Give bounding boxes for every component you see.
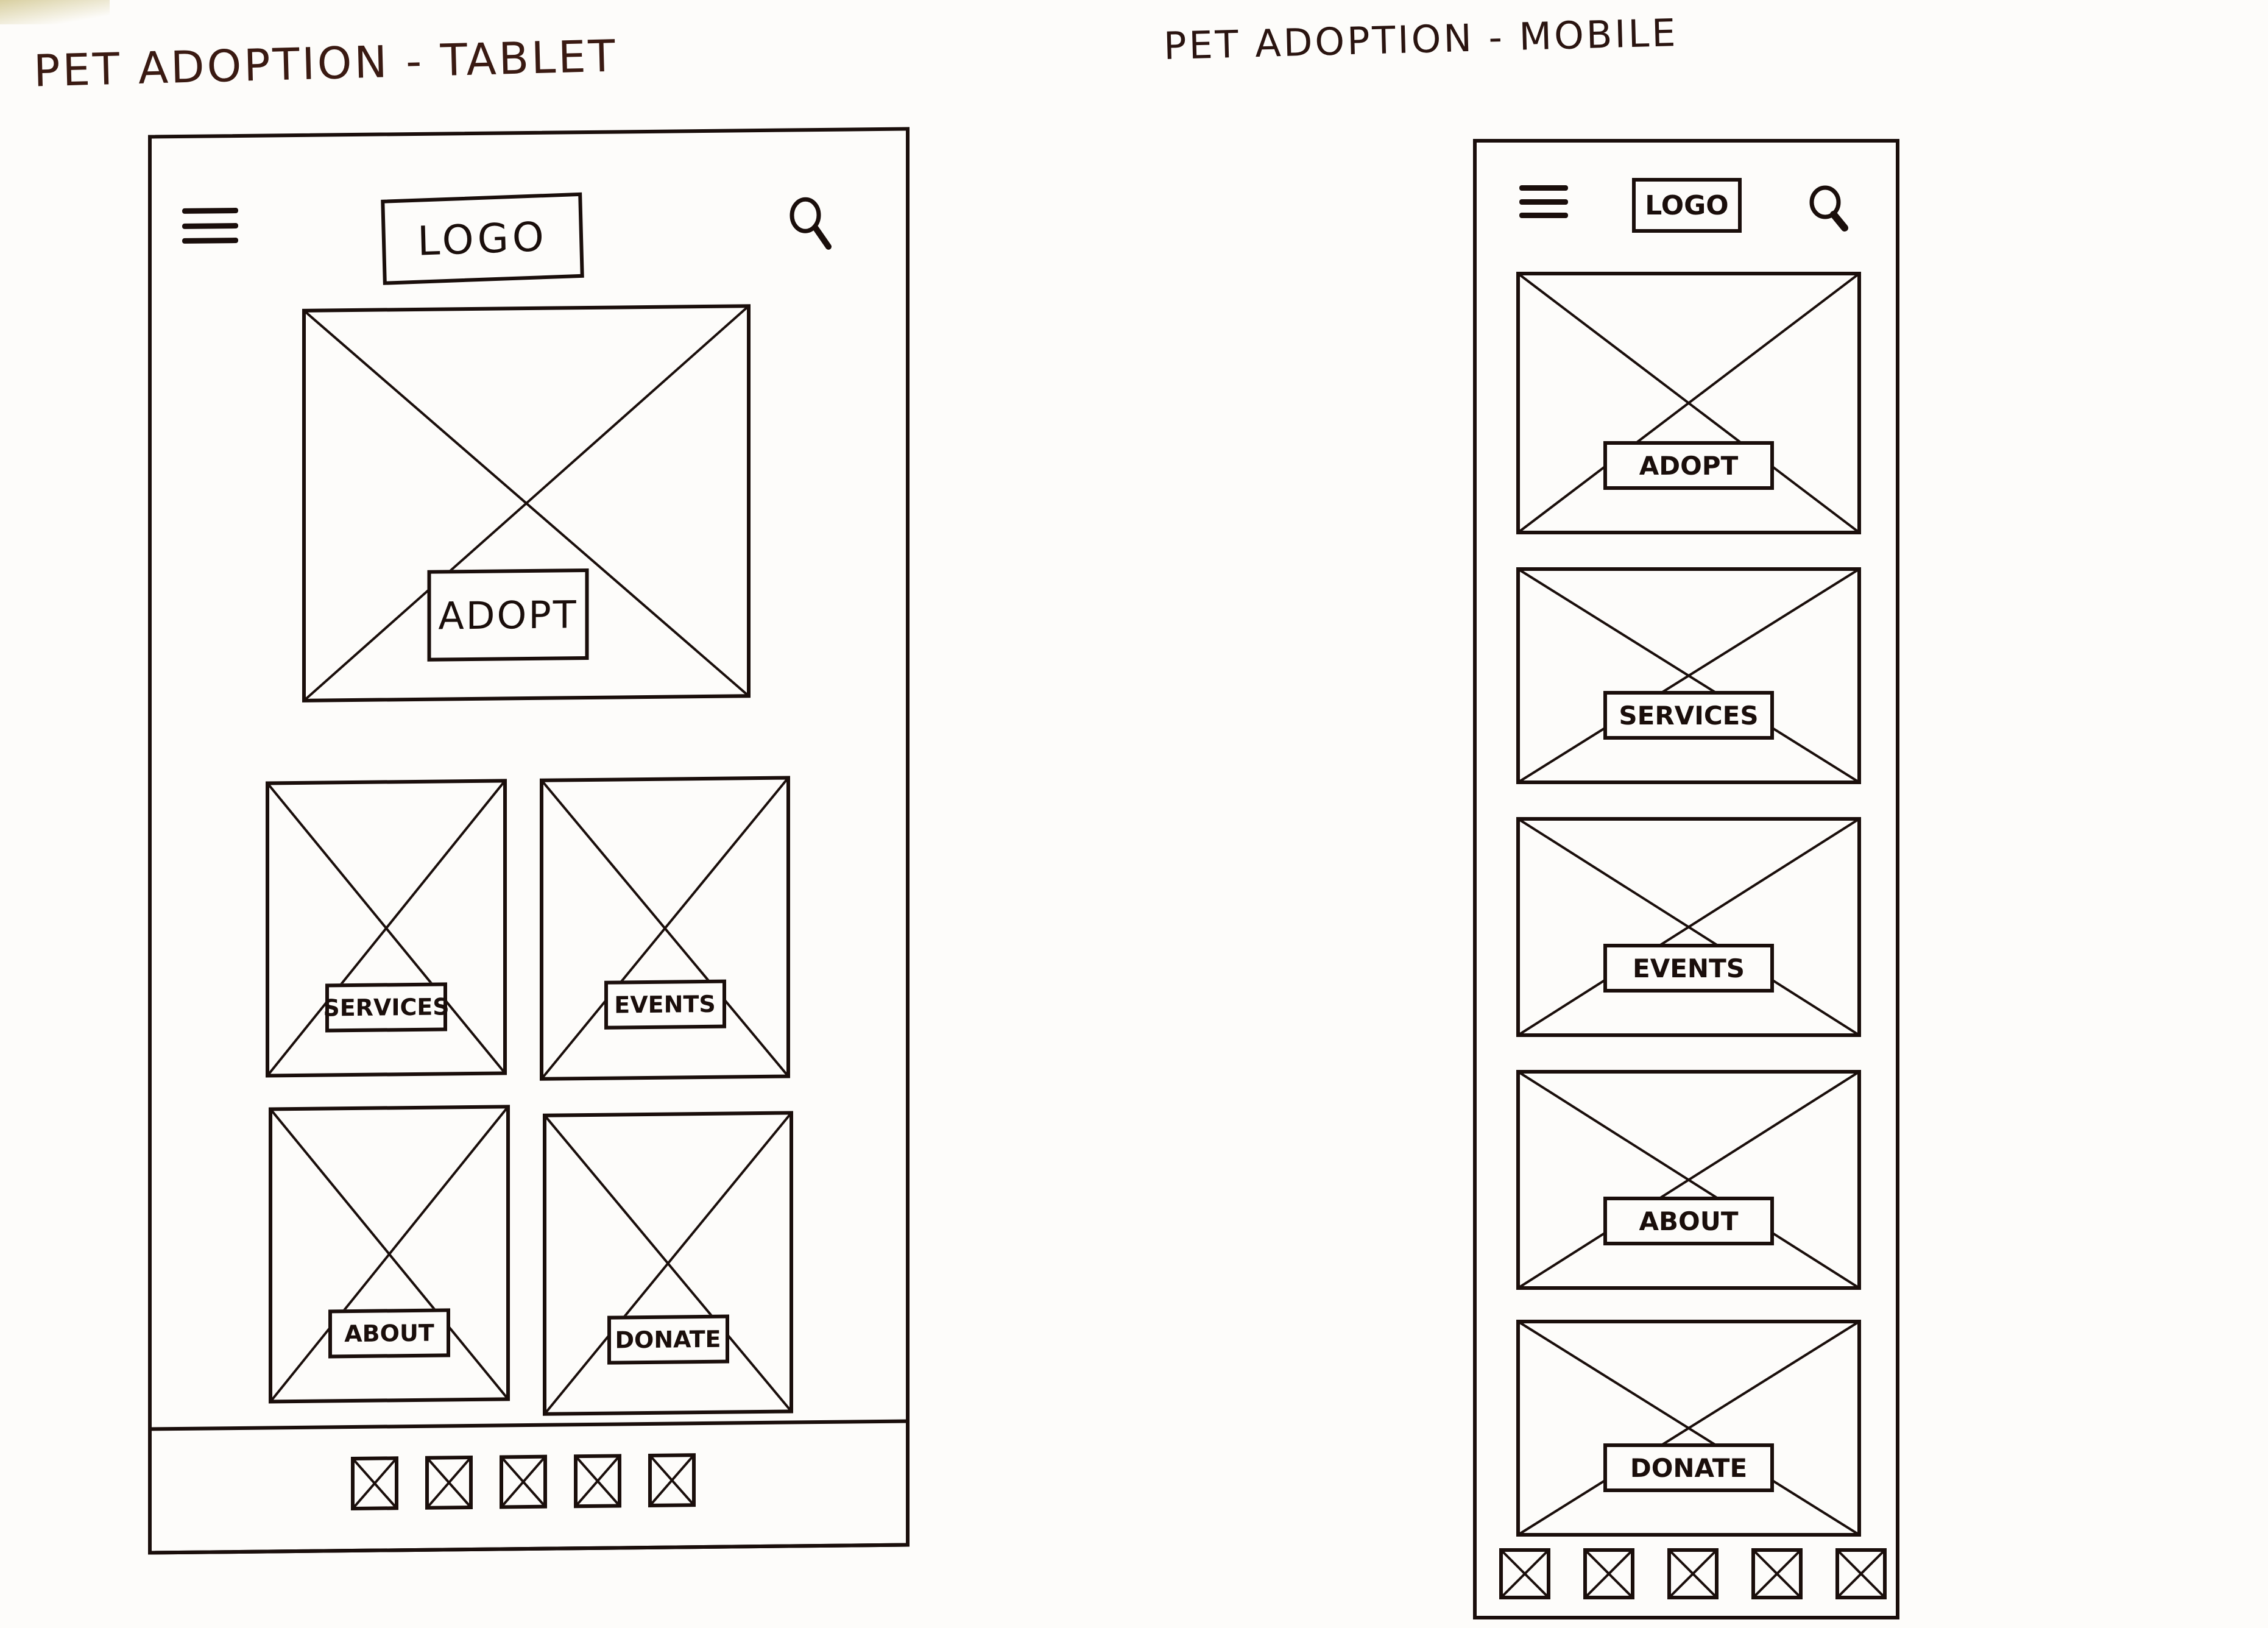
search-icon[interactable]: [1806, 184, 1854, 239]
hamburger-menu-icon[interactable]: [1519, 185, 1568, 218]
mobile-frame: LOGO ADOPT SERVICES EVENTS: [1473, 139, 1899, 1619]
image-placeholder-icon: [542, 778, 788, 1079]
card-adopt[interactable]: ADOPT: [1518, 274, 1859, 533]
footer-nav-item-4[interactable]: [576, 1456, 620, 1506]
logo[interactable]: LOGO: [1632, 178, 1742, 233]
card-donate[interactable]: DONATE: [1518, 1322, 1859, 1535]
hamburger-menu-icon[interactable]: [182, 207, 238, 244]
card-services[interactable]: SERVICES: [267, 780, 505, 1075]
footer-nav-item-2[interactable]: [427, 1457, 471, 1508]
about-button[interactable]: ABOUT: [1603, 1197, 1774, 1245]
image-placeholder-icon: [1753, 1550, 1801, 1598]
services-button[interactable]: SERVICES: [1603, 691, 1774, 740]
footer-nav-item-4[interactable]: [1753, 1550, 1801, 1598]
footer-nav-item-3[interactable]: [501, 1457, 545, 1507]
image-placeholder-icon: [1501, 1550, 1549, 1598]
menu-line: [1519, 185, 1568, 191]
image-placeholder-icon: [1518, 274, 1859, 533]
tablet-frame: LOGO ADOPT SERVICES EVENTS: [148, 127, 910, 1555]
about-button[interactable]: ABOUT: [328, 1308, 450, 1359]
footer-nav-item-1[interactable]: [353, 1458, 397, 1509]
image-placeholder-icon: [353, 1458, 397, 1509]
card-services[interactable]: SERVICES: [1518, 569, 1859, 782]
donate-button[interactable]: DONATE: [607, 1314, 729, 1365]
image-placeholder-icon: [1518, 1072, 1859, 1288]
image-placeholder-icon: [1585, 1550, 1633, 1598]
hero-card-adopt[interactable]: ADOPT: [304, 306, 749, 701]
image-placeholder-icon: [304, 306, 749, 701]
menu-line: [182, 237, 238, 244]
image-placeholder-icon: [545, 1113, 791, 1414]
events-button[interactable]: EVENTS: [604, 979, 726, 1030]
tablet-wireframe-title: PET ADOPTION - TABLET: [33, 30, 618, 97]
image-placeholder-icon: [427, 1457, 471, 1508]
image-placeholder-icon: [1518, 819, 1859, 1035]
menu-line: [182, 207, 238, 214]
menu-line: [182, 222, 238, 229]
adopt-button[interactable]: ADOPT: [1603, 441, 1774, 490]
image-placeholder-icon: [650, 1455, 694, 1506]
image-placeholder-icon: [501, 1457, 545, 1507]
image-placeholder-icon: [267, 780, 505, 1075]
menu-line: [1519, 213, 1568, 218]
menu-line: [1519, 199, 1568, 205]
footer-nav-item-5[interactable]: [650, 1455, 694, 1506]
paper-stain: [0, 0, 110, 24]
footer-nav: [353, 1455, 694, 1509]
donate-button[interactable]: DONATE: [1603, 1443, 1774, 1492]
image-placeholder-icon: [1669, 1550, 1717, 1598]
events-button[interactable]: EVENTS: [1603, 944, 1774, 993]
logo[interactable]: LOGO: [381, 192, 584, 285]
image-placeholder-icon: [1518, 569, 1859, 782]
card-about[interactable]: ABOUT: [1518, 1072, 1859, 1288]
image-placeholder-icon: [1837, 1550, 1885, 1598]
services-button[interactable]: SERVICES: [323, 982, 450, 1033]
magnifier-glyph: [790, 197, 832, 250]
card-events[interactable]: EVENTS: [1518, 819, 1859, 1035]
footer-nav-item-5[interactable]: [1837, 1550, 1885, 1598]
image-placeholder-icon: [576, 1456, 620, 1506]
adopt-button[interactable]: ADOPT: [427, 568, 589, 662]
magnifier-glyph: [1809, 185, 1848, 232]
card-events[interactable]: EVENTS: [542, 778, 788, 1079]
search-icon[interactable]: [787, 196, 836, 251]
footer-nav-item-1[interactable]: [1501, 1550, 1549, 1598]
footer-nav: [1501, 1550, 1885, 1598]
card-about[interactable]: ABOUT: [270, 1106, 508, 1401]
mobile-wireframe-title: PET ADOPTION - MOBILE: [1163, 10, 1679, 69]
card-donate[interactable]: DONATE: [545, 1113, 791, 1414]
footer-nav-item-3[interactable]: [1669, 1550, 1717, 1598]
image-placeholder-icon: [270, 1106, 508, 1401]
image-placeholder-icon: [1518, 1322, 1859, 1535]
footer-nav-item-2[interactable]: [1585, 1550, 1633, 1598]
